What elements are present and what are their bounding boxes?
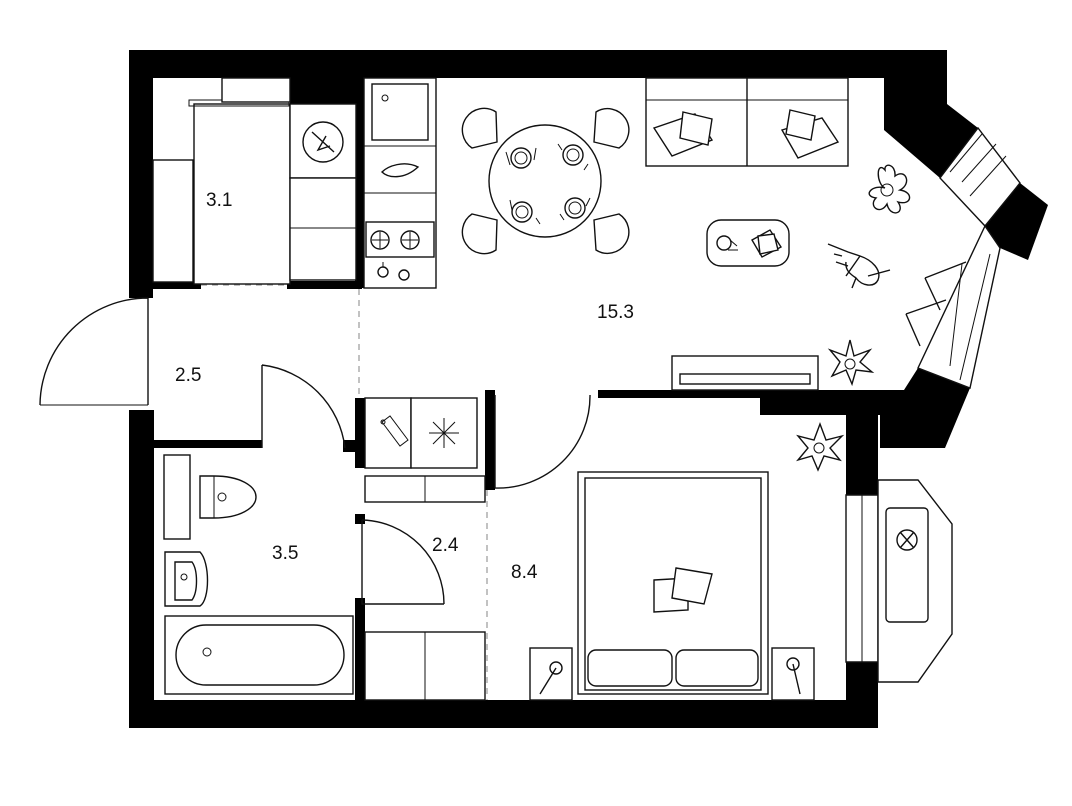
wall-wc-right xyxy=(355,398,365,468)
plant-icon xyxy=(868,164,911,214)
wall-corridor-stub xyxy=(355,514,365,524)
bathroom-area-label: 3.5 xyxy=(272,543,298,564)
washbasin-icon xyxy=(164,551,209,607)
storage-area-label: 3.1 xyxy=(206,190,232,211)
wall-storage-bottom-2 xyxy=(287,281,362,289)
freezer-icon xyxy=(410,397,478,469)
coffee-table-icon xyxy=(706,219,790,267)
wall-bath-right xyxy=(355,598,365,708)
bedroom-door xyxy=(494,394,591,489)
tv-unit xyxy=(671,355,819,391)
wall-right-bottom xyxy=(846,662,878,728)
wall-wc-top xyxy=(154,440,262,448)
washing-machine-icon xyxy=(289,103,357,179)
oven-icon xyxy=(377,262,410,281)
dividers xyxy=(201,284,488,700)
bed-icon xyxy=(577,471,769,695)
bathroom-door xyxy=(261,364,346,449)
kitchen xyxy=(363,77,437,289)
storage-room xyxy=(152,77,357,285)
wall-kitchen-left xyxy=(355,78,364,288)
toilet-icon xyxy=(199,475,257,519)
corridor-area-label: 2.4 xyxy=(432,535,459,556)
wall-left-lower xyxy=(129,410,154,728)
bathroom xyxy=(163,454,354,695)
wall-closet-top xyxy=(290,78,356,104)
wall-right-mid xyxy=(846,415,878,495)
wall-bottom xyxy=(129,700,878,728)
lamp-icon xyxy=(771,647,815,701)
bathtub-icon xyxy=(164,615,354,695)
fan-icon xyxy=(885,507,929,623)
corridor-door xyxy=(361,519,445,605)
wall-notch xyxy=(343,440,365,452)
wall-corner-top-right xyxy=(884,50,978,178)
wall-storage-bottom xyxy=(153,281,201,289)
sink-icon xyxy=(371,83,429,141)
bedroom-area-label: 8.4 xyxy=(511,562,538,583)
wall-corner-right xyxy=(985,183,1048,260)
bedroom xyxy=(529,422,845,701)
hob-icon xyxy=(365,221,435,258)
wall-right-lower xyxy=(598,368,970,448)
lamp-icon xyxy=(529,647,573,701)
sofa-icon xyxy=(645,77,849,167)
wardrobe-icon xyxy=(364,397,412,469)
dining-table-icon xyxy=(461,107,630,255)
plant-icon xyxy=(796,422,845,472)
entrance-door xyxy=(39,297,149,406)
cat-icon xyxy=(827,243,891,289)
hall-area-label: 2.5 xyxy=(175,365,201,386)
living-kitchen-area-label: 15.3 xyxy=(597,302,634,323)
wall-top xyxy=(129,50,947,298)
wall-corridor-right xyxy=(485,390,495,490)
doors xyxy=(39,297,591,605)
plant-icon xyxy=(827,339,875,387)
corridor xyxy=(364,397,486,701)
walls xyxy=(129,50,1048,728)
